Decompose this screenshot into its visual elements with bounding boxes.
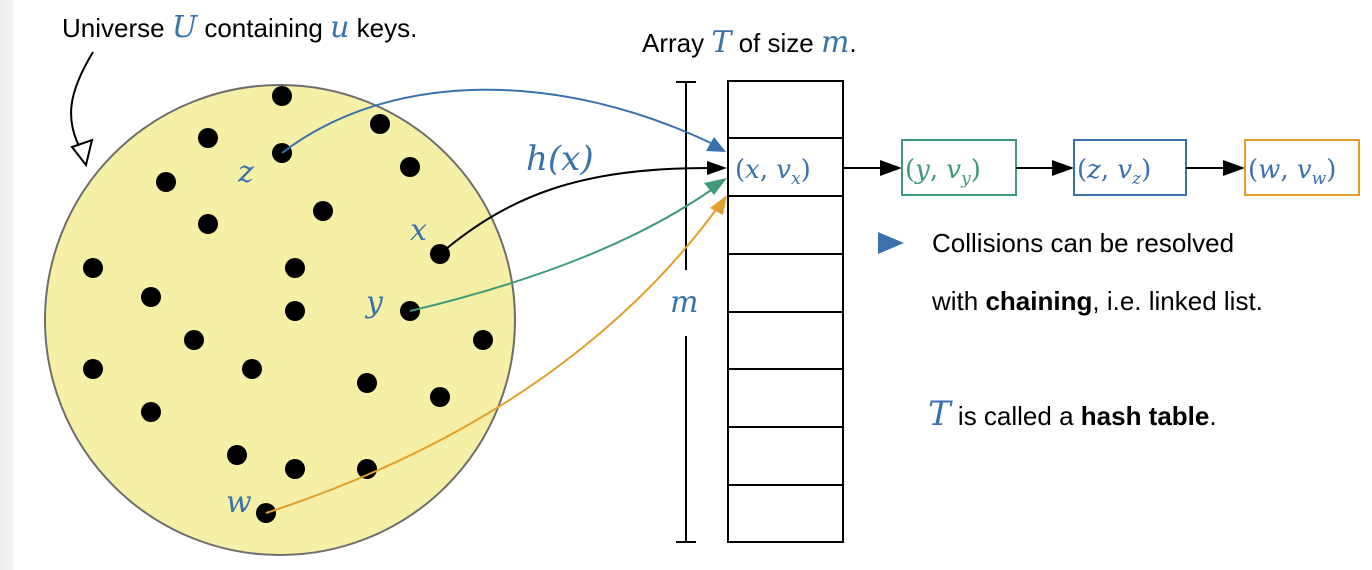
universe-circle [44, 84, 516, 556]
note-hash-table: T is called a hash table. [928, 394, 1217, 434]
key-dot [473, 330, 493, 350]
chain-entry-y: (y, vy) [905, 155, 981, 189]
key-label-z: z [237, 155, 254, 190]
array-slot [727, 195, 844, 255]
hash-arrow-z [281, 88, 716, 154]
key-dot [285, 258, 305, 278]
key-dot [141, 287, 161, 307]
array-slot [727, 253, 844, 313]
key-dot [285, 459, 305, 479]
array-label: Array T of size m. [642, 25, 857, 60]
chain-link-head [1223, 160, 1245, 176]
key-dot [272, 86, 292, 106]
hash-function-label: h(x) [526, 139, 594, 179]
hash-arrow-y-head [704, 178, 727, 195]
left-edge-strip [0, 0, 14, 570]
key-dot [357, 459, 377, 479]
hash-arrow-y [409, 187, 715, 312]
key-dot [198, 214, 218, 234]
hash-arrow-x [439, 167, 711, 255]
note-collisions-line2: with chaining, i.e. linked list. [931, 286, 1263, 316]
note-collisions-line1: Collisions can be resolved [932, 228, 1234, 258]
universe-label-pointer [70, 51, 94, 156]
hash-arrow-w-head [710, 195, 727, 215]
universe-label: Universe U containing u keys. [62, 10, 417, 45]
chain-node-w [1244, 139, 1360, 196]
bullet-triangle-icon [878, 232, 904, 254]
array-slot [727, 137, 844, 197]
key-dot [400, 157, 420, 177]
key-label-x: x [410, 213, 427, 248]
chain-link-head [1052, 160, 1074, 176]
array-slot [727, 80, 844, 139]
key-label-w: w [226, 485, 252, 520]
key-dot [141, 402, 161, 422]
key-dot [156, 172, 176, 192]
key-dot [242, 359, 262, 379]
universe-label-arrowhead [70, 138, 94, 168]
key-dot [83, 258, 103, 278]
chain-link-head [880, 160, 902, 176]
key-dot [198, 128, 218, 148]
hash-arrow-z-head [706, 137, 726, 152]
key-label-y: y [364, 285, 384, 320]
array-slot [727, 368, 844, 428]
array-slot [727, 311, 844, 370]
universe-keys [83, 86, 493, 523]
key-dot [313, 201, 333, 221]
key-dot [370, 114, 390, 134]
size-label-m: m [670, 285, 698, 320]
chain-entry-z: (z, vz) [1077, 155, 1151, 189]
key-dot [285, 301, 305, 321]
array-slot [727, 426, 844, 486]
key-dot [357, 373, 377, 393]
array-table [727, 80, 844, 543]
hash-arrow-w [265, 206, 719, 514]
array-slot [727, 484, 844, 543]
key-dot [83, 359, 103, 379]
key-dot [430, 387, 450, 407]
key-dot [227, 445, 247, 465]
hash-arrow-x-head [707, 161, 727, 175]
key-dot [184, 330, 204, 350]
size-bracket [676, 81, 696, 543]
